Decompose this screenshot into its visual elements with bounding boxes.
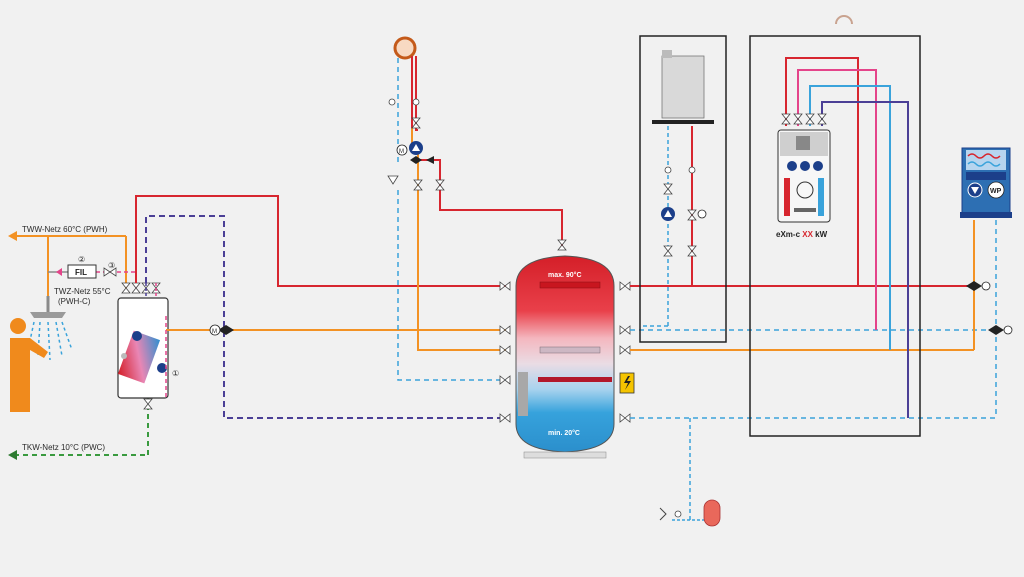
boiler-pump-icon: M <box>396 141 434 164</box>
electric-heater-icon <box>619 372 635 394</box>
exm-label: eXm-c XX kW <box>776 230 828 239</box>
motor-valve-icon <box>966 281 1013 335</box>
svg-text:FIL: FIL <box>75 268 87 277</box>
pwhc-label-1: TWZ-Netz 55°C <box>54 287 111 296</box>
expansion-vessel-icon <box>659 499 721 527</box>
pump-icon <box>157 363 167 373</box>
svg-text:M: M <box>399 149 404 155</box>
exm-valves <box>781 113 827 125</box>
pwc-label: TKW-Netz 10°C (PWC) <box>22 443 105 452</box>
tank-valves <box>499 281 631 423</box>
tank-max-label: max. 90°C <box>548 271 582 279</box>
pwh-label: TWW-Netz 60°C (PWH) <box>22 225 108 234</box>
filter-icon: FIL <box>67 264 97 279</box>
tank-min-label: min. 20°C <box>548 429 580 437</box>
gas-boiler-icon <box>652 50 714 124</box>
primary-return-line <box>145 215 510 419</box>
storage-tank: max. 90°C min. 20°C <box>515 255 615 459</box>
boiler2-valves <box>663 166 697 257</box>
svg-text:①: ① <box>172 369 179 378</box>
primary-supply-line <box>135 195 508 287</box>
pump-icon <box>813 161 823 171</box>
boiler2-pump-icon <box>661 207 707 221</box>
pump-icon <box>787 161 797 171</box>
fresh-water-station: ① <box>117 297 179 399</box>
svg-text:WP: WP <box>990 188 1002 195</box>
station-valves <box>121 282 161 410</box>
heat-exchanger-icon <box>117 330 161 384</box>
shower-icon <box>27 296 73 361</box>
pump-icon <box>132 331 142 341</box>
svg-text:M: M <box>212 329 217 335</box>
gas-boiler-box <box>639 35 727 343</box>
motor-valve-icon: M <box>209 324 234 336</box>
exm-device <box>777 129 831 223</box>
pwhc-label-2: (PWH-C) <box>58 297 91 306</box>
exm-station-box <box>749 35 921 437</box>
heatpump-icon: WP <box>960 147 1012 218</box>
pump-icon <box>800 161 810 171</box>
person-icon <box>10 318 48 412</box>
pwh-arrow <box>8 231 17 241</box>
boiler-valves <box>387 98 567 251</box>
boiler-icon <box>393 36 417 60</box>
num-3: ③ <box>108 261 115 270</box>
num-2: ② <box>78 255 85 264</box>
